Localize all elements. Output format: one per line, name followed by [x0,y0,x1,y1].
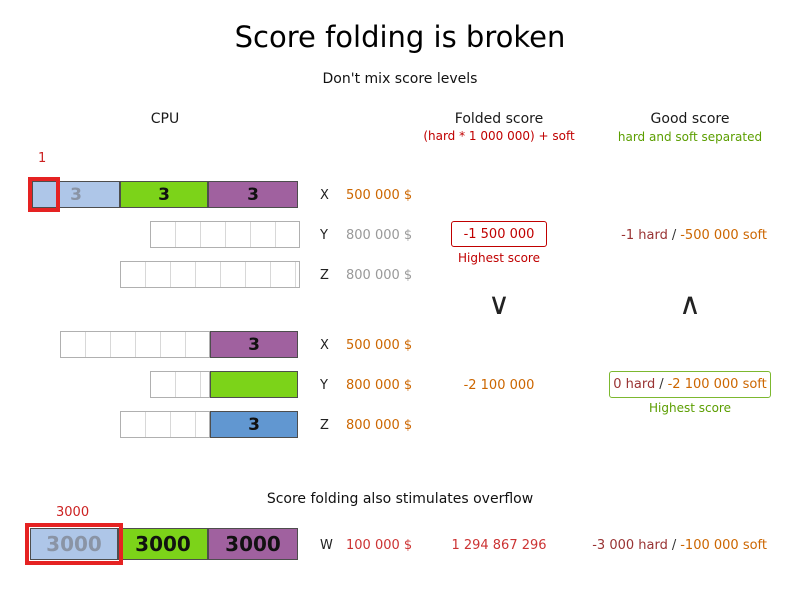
bar-z2-blue: 3 [210,411,298,438]
bar-value: 3000 [225,532,281,556]
empty-slots-y1 [150,221,300,248]
bar-x1-purple: 3 [208,181,298,208]
column-header-cpu: CPU [150,111,180,127]
folded-score-box: -1 500 000 [451,221,547,247]
empty-slots-y2 [150,371,210,398]
empty-slots-z2 [120,411,210,438]
empty-slots-x2 [60,331,210,358]
row-label-x2: X [320,338,329,353]
annotation-three-thousand: 3000 [56,505,90,520]
bar-value: 3000 [46,532,102,556]
bar-w-purple: 3000 [208,528,298,560]
highlight-rect-large [25,523,123,565]
folded-score-formula: (hard * 1 000 000) + soft [423,129,575,143]
cost-z2: 800 000 $ [346,418,413,433]
soft-score: -500 000 soft [680,228,767,243]
score-separator: / [671,538,677,553]
row-label-y1: Y [320,228,328,243]
folded-score-w: 1 294 867 296 [451,538,547,553]
bar-w-green: 3000 [118,528,208,560]
column-header-folded-score: Folded score [454,111,544,127]
cost-z1: 800 000 $ [346,268,413,283]
good-score-w: -3 000 hard/-100 000 soft [592,538,767,553]
cost-x1: 500 000 $ [346,188,413,203]
row-label-y2: Y [320,378,328,393]
row-label-w: W [320,538,333,553]
bar-x1-lightblue: 3 [32,181,120,208]
bar-value: 3 [248,414,260,435]
row-label-z2: Z [320,418,329,433]
cost-x2: 500 000 $ [346,338,413,353]
cost-y1: 800 000 $ [346,228,413,243]
page-title: Score folding is broken [234,20,566,54]
section3-subtitle: Score folding also stimulates overflow [266,491,534,507]
row-label-x1: X [320,188,329,203]
cost-w: 100 000 $ [346,538,413,553]
folded-score-y2: -2 100 000 [463,378,535,393]
good-score-formula: hard and soft separated [617,130,763,144]
hard-score: -1 hard [621,228,668,243]
hard-score: 0 hard [613,377,656,392]
row-label-z1: Z [320,268,329,283]
good-score-box: 0 hard/-2 100 000 soft [609,371,771,398]
empty-slots-z1 [120,261,300,288]
bar-value: 3 [70,184,82,205]
bar-value: 3 [248,334,260,355]
section1-subtitle: Don't mix score levels [322,71,478,87]
comparison-symbol-good: ∧ [679,287,701,322]
column-header-good-score: Good score [650,111,730,127]
good-score-y1: -1 hard/-500 000 soft [621,228,767,243]
bar-w-lightblue: 3000 [30,528,118,560]
cost-y2: 800 000 $ [346,378,413,393]
score-separator: / [659,377,664,392]
highlight-rect-small [28,177,60,212]
hard-score: -3 000 hard [592,538,668,553]
bar-x1-green: 3 [120,181,208,208]
bar-x2-purple: 3 [210,331,298,358]
annotation-one: 1 [38,151,47,166]
comparison-symbol-folded: ∨ [488,287,510,322]
score-separator: / [671,228,677,243]
soft-score: -100 000 soft [680,538,767,553]
highest-score-note-good: Highest score [649,401,731,415]
folded-score-value: -1 500 000 [463,226,535,242]
bar-value: 3000 [135,532,191,556]
bar-value: 3 [247,184,259,205]
highest-score-note-folded: Highest score [458,251,540,265]
bar-y2-green [210,371,298,398]
soft-score: -2 100 000 soft [667,377,767,392]
bar-value: 3 [158,184,170,205]
